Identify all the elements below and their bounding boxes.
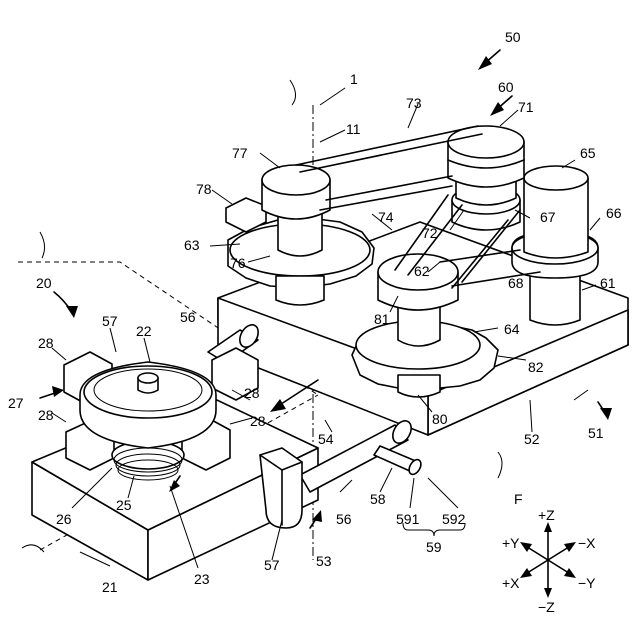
screw-58 bbox=[374, 446, 423, 476]
label-20: 20 bbox=[36, 275, 52, 291]
label-74: 74 bbox=[378, 209, 394, 225]
label-62: 62 bbox=[414, 263, 430, 279]
label-57a: 57 bbox=[102, 313, 118, 329]
label-73: 73 bbox=[406, 95, 422, 111]
axis-label-px: +X bbox=[502, 575, 520, 591]
label-51: 51 bbox=[588, 425, 604, 441]
axis-label-nx: −X bbox=[578, 535, 596, 551]
label-53: 53 bbox=[316, 553, 332, 569]
label-56b: 56 bbox=[336, 511, 352, 527]
label-22: 22 bbox=[136, 323, 152, 339]
label-65: 65 bbox=[580, 145, 596, 161]
label-591: 591 bbox=[396, 511, 420, 527]
label-28c: 28 bbox=[38, 407, 54, 423]
label-63: 63 bbox=[184, 237, 200, 253]
label-66: 66 bbox=[606, 205, 622, 221]
axis-label-ny: −Y bbox=[578, 575, 596, 591]
label-58: 58 bbox=[370, 491, 386, 507]
stage-table-22 bbox=[80, 362, 216, 448]
axis-label-pz: +Z bbox=[538, 507, 555, 523]
label-28b: 28 bbox=[244, 385, 260, 401]
label-64: 64 bbox=[504, 321, 520, 337]
axis-label-py: +Y bbox=[502, 535, 520, 551]
label-F: F bbox=[514, 491, 523, 507]
label-60: 60 bbox=[498, 79, 514, 95]
label-28a: 28 bbox=[38, 335, 54, 351]
label-67: 67 bbox=[540, 209, 556, 225]
label-25: 25 bbox=[116, 497, 132, 513]
label-68: 68 bbox=[508, 275, 524, 291]
label-61: 61 bbox=[600, 275, 616, 291]
axis-label-nz: −Z bbox=[538, 599, 555, 615]
label-50: 50 bbox=[505, 29, 521, 45]
label-76: 76 bbox=[230, 255, 246, 271]
label-57b: 57 bbox=[264, 557, 280, 573]
label-54: 54 bbox=[318, 431, 334, 447]
label-21: 21 bbox=[102, 579, 118, 595]
label-11: 11 bbox=[346, 121, 361, 137]
label-59: 59 bbox=[426, 539, 442, 555]
label-78: 78 bbox=[196, 181, 212, 197]
axis-compass bbox=[520, 522, 576, 598]
label-56a: 56 bbox=[180, 309, 196, 325]
label-1: 1 bbox=[350, 71, 358, 87]
pulley-stack-71 bbox=[448, 126, 524, 230]
label-72: 72 bbox=[422, 225, 438, 241]
label-592: 592 bbox=[442, 511, 466, 527]
label-81: 81 bbox=[374, 311, 390, 327]
pulley-77 bbox=[262, 165, 330, 219]
label-23: 23 bbox=[194, 571, 210, 587]
label-80: 80 bbox=[432, 411, 448, 427]
label-82: 82 bbox=[528, 359, 544, 375]
label-27: 27 bbox=[8, 395, 24, 411]
label-28d: 28 bbox=[250, 413, 266, 429]
block-57 bbox=[260, 448, 302, 528]
label-71: 71 bbox=[518, 99, 534, 115]
label-77: 77 bbox=[232, 145, 248, 161]
label-52: 52 bbox=[524, 431, 540, 447]
arrow-motion bbox=[270, 380, 318, 412]
label-26: 26 bbox=[56, 511, 72, 527]
